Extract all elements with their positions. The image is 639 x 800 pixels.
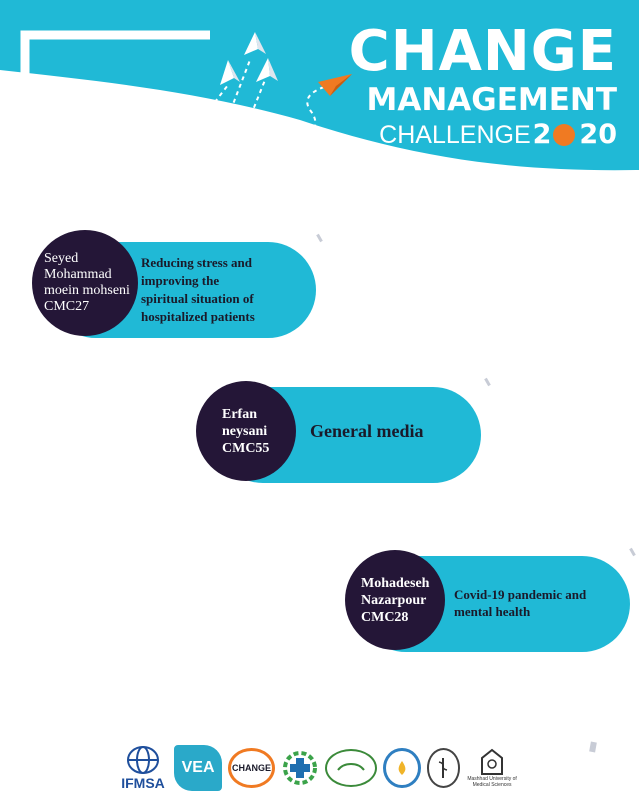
round-seal-logo [383,748,421,788]
title-change: CHANGE [348,19,617,84]
title-block: CHANGE MANAGEMENT CHALLENGE 2 20 [349,24,617,150]
header-corner-frame [20,30,210,180]
header-banner [0,0,639,180]
topic-line: Reducing stress and [141,255,253,270]
name-line: Erfan [222,406,257,422]
emblem-logo [426,748,461,788]
mums-text-line1: Mashhad University of [467,776,517,782]
decorative-tick [484,377,491,387]
year-part-a: 2 [532,119,552,150]
decorative-tick [589,741,597,753]
topic-line: improving the [141,273,220,288]
topic-text-2: General media [310,420,423,442]
name-line: neysani [222,423,268,439]
change-logo: CHANGE [228,748,275,788]
staff-icon [439,758,448,778]
mums-logo: Mashhad University of Medical Sciences [466,748,518,788]
paper-plane-icon [256,58,278,82]
paper-plane-icon [220,60,240,85]
title-management: MANAGEMENT [366,82,617,118]
topic-line: Covid-19 pandemic and [454,587,587,602]
name-circle-2: Erfan neysani CMC55 [196,381,296,481]
oval-logo [324,749,378,787]
name-line: Nazarpour [361,592,427,608]
trail-line [224,59,251,126]
decorative-tick [316,233,323,243]
hands-icon [337,763,365,771]
mums-text-line2: Medical Sciences [472,782,512,788]
name-line: Mohammad [44,267,112,282]
title-challenge-row: CHALLENGE 2 20 [349,120,617,150]
trail-line [204,84,229,116]
code-line: CMC27 [44,299,90,314]
decorative-tick [629,547,636,557]
vea-logo: VEA [174,745,223,791]
trail-line [244,79,266,131]
header-cyan-wave [0,0,639,171]
topic-line: General media [310,421,424,441]
paper-plane-icon [244,32,266,55]
name-circle-3: Mohadeseh Nazarpour CMC28 [345,550,445,650]
topic-text-1: Reducing stress and improving the spirit… [141,254,255,326]
trail-line [254,84,331,145]
code-line: CMC55 [222,440,270,456]
ifmsa-text: IFMSA [121,775,165,791]
globe-icon [127,746,159,774]
crest-icon [481,748,504,775]
topic-line: mental health [454,604,531,619]
name-line: moein mohseni [44,283,130,298]
year-part-b: 20 [579,119,617,150]
partner-logos: IFMSA VEA CHANGE Mashhad Universi [118,740,518,796]
virus-icon [553,124,576,146]
vea-text: VEA [181,759,215,776]
orange-paper-plane-icon [318,74,352,96]
name-circle-1: Seyed Mohammad moein mohseni CMC27 [32,230,138,336]
topic-line: spiritual situation of [141,291,254,306]
change-text: CHANGE [232,763,272,773]
title-challenge: CHALLENGE [379,121,531,149]
name-line: Seyed [44,251,79,266]
code-line: CMC28 [361,609,409,625]
topic-text-3: Covid-19 pandemic and mental health [454,586,586,620]
topic-line: hospitalized patients [141,309,255,324]
drop-icon [398,761,406,775]
gear-cross-logo [281,748,319,788]
gear-icon [282,751,317,785]
name-line: Mohadeseh [361,575,430,591]
ifmsa-logo: IFMSA [118,745,168,791]
